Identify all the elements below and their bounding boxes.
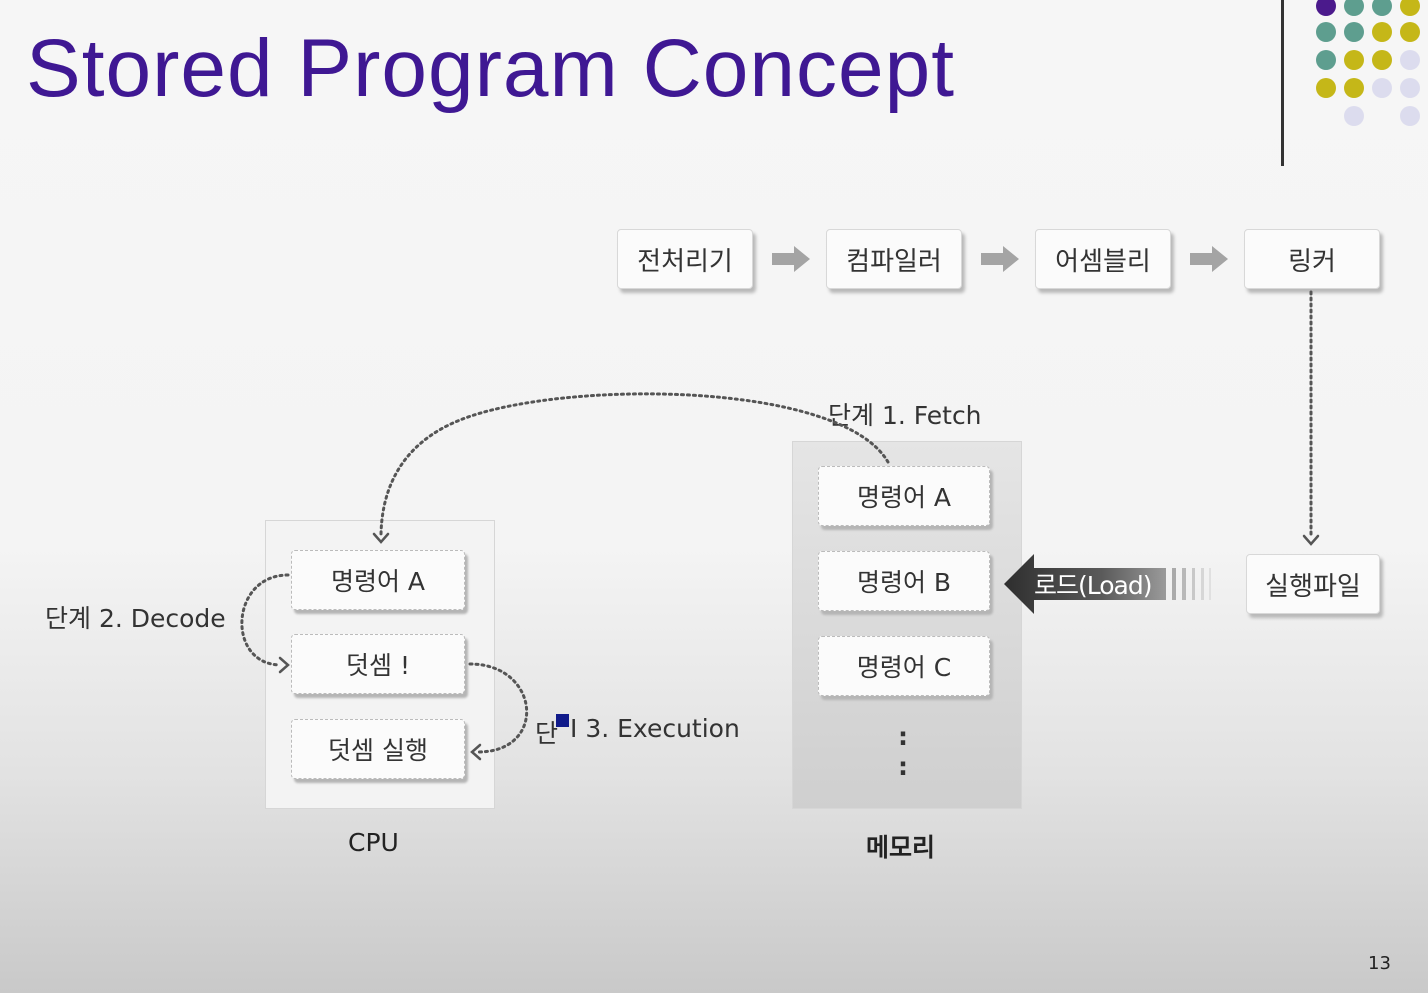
dot	[1400, 22, 1420, 42]
pipeline-step-preprocessor: 전처리기	[617, 229, 753, 289]
instruction-label: 덧셈 실행	[328, 736, 428, 765]
dot	[1316, 50, 1336, 70]
right-arrow-icon	[981, 246, 1019, 272]
pipeline-step-label: 전처리기	[637, 246, 733, 277]
dot	[1316, 22, 1336, 42]
memory-ellipsis-bottom: :	[898, 752, 908, 781]
pipeline-step-label: 어셈블리	[1055, 246, 1151, 277]
stage-execution-label: I 3. Execution	[570, 714, 740, 743]
instruction-label: 명령어 B	[856, 568, 952, 597]
dot	[1400, 50, 1420, 70]
page-number: 13	[1368, 953, 1391, 974]
right-arrow-icon	[1190, 246, 1228, 272]
memory-instruction-c: 명령어 C	[818, 636, 990, 696]
blue-square-marker	[556, 714, 569, 727]
memory-instruction-a: 명령어 A	[818, 466, 990, 526]
dot	[1400, 0, 1420, 16]
right-arrow-icon	[772, 246, 810, 272]
pipeline-step-assembler: 어셈블리	[1035, 229, 1171, 289]
chevron-down-icon	[1302, 534, 1320, 546]
dot	[1400, 106, 1420, 126]
load-label: 로드(Load)	[1034, 571, 1152, 600]
dot	[1372, 50, 1392, 70]
slide-title: Stored Program Concept	[26, 23, 956, 114]
instruction-label: 명령어 C	[856, 653, 952, 682]
cpu-instruction-a: 명령어 A	[291, 550, 465, 610]
instruction-label: 명령어 A	[856, 483, 952, 512]
cpu-decoded-add: 덧셈 !	[291, 634, 465, 694]
executable-file-label: 실행파일	[1265, 571, 1361, 602]
memory-caption: 메모리	[866, 833, 936, 862]
stage-decode-label: 단계 2. Decode	[45, 604, 226, 633]
load-arrow-icon	[1004, 554, 1211, 614]
pipeline-step-compiler: 컴파일러	[826, 229, 962, 289]
dot	[1344, 106, 1364, 126]
instruction-label: 명령어 A	[330, 567, 426, 596]
pipeline-step-label: 링커	[1288, 246, 1336, 277]
stage-execution-prefix: 단	[535, 719, 559, 748]
instruction-label: 덧셈 !	[346, 651, 410, 680]
cpu-execute-add: 덧셈 실행	[291, 719, 465, 779]
dot	[1316, 78, 1336, 98]
dot	[1400, 78, 1420, 98]
title-divider-line	[1281, 0, 1284, 166]
dot	[1372, 22, 1392, 42]
dot	[1344, 50, 1364, 70]
dot	[1372, 78, 1392, 98]
dot	[1344, 78, 1364, 98]
pipeline-step-linker: 링커	[1244, 229, 1380, 289]
pipeline-step-label: 컴파일러	[846, 246, 942, 277]
stage-fetch-label: 단계 1. Fetch	[828, 401, 982, 430]
dot	[1344, 0, 1364, 16]
dot	[1316, 0, 1336, 16]
dot	[1372, 0, 1392, 16]
memory-instruction-b: 명령어 B	[818, 551, 990, 611]
dot	[1344, 22, 1364, 42]
memory-ellipsis-top: :	[898, 722, 908, 751]
cpu-caption: CPU	[348, 828, 399, 857]
executable-file-box: 실행파일	[1246, 554, 1380, 614]
